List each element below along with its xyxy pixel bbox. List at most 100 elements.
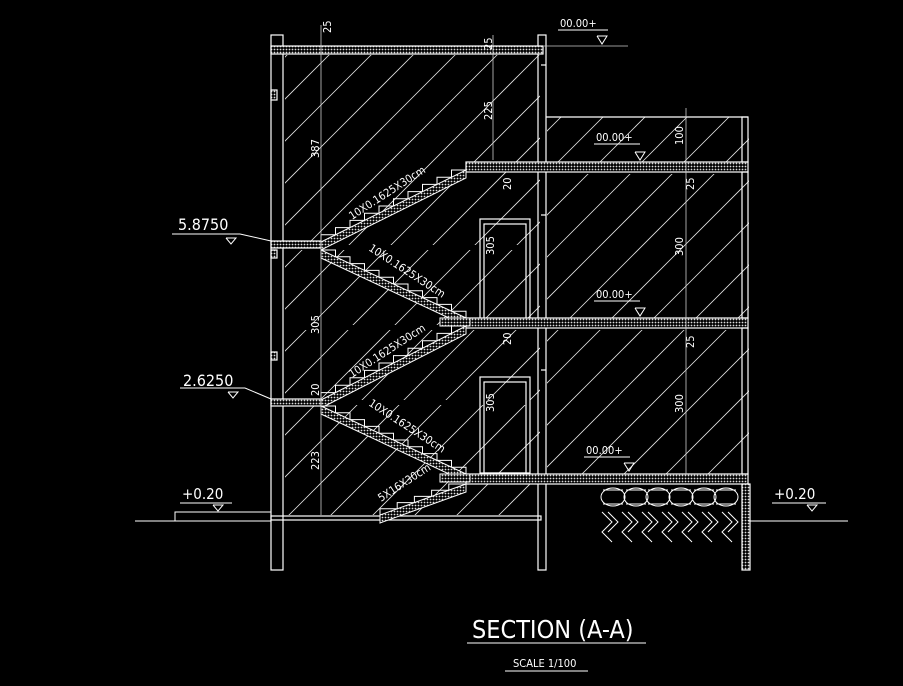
rubble-mark xyxy=(667,511,679,533)
level-upper-label: 5.8750 xyxy=(178,215,228,234)
hatch-line xyxy=(708,0,903,600)
hatch-region xyxy=(0,0,903,600)
stone xyxy=(600,487,626,507)
hatch-region xyxy=(0,0,903,600)
dim-annex-upper-height: 300 xyxy=(673,237,686,256)
hatch-line xyxy=(834,0,903,600)
hatch-line xyxy=(624,0,903,600)
hatch-line xyxy=(540,0,903,600)
hatch-line xyxy=(547,330,643,426)
hatch-line xyxy=(666,0,903,600)
hatch-line xyxy=(498,0,903,600)
hatch-line xyxy=(0,0,426,600)
hatch-line xyxy=(456,431,540,515)
hatch-line xyxy=(285,55,372,142)
hatch-line xyxy=(540,0,903,600)
hatch-line xyxy=(498,473,540,515)
hatch-line xyxy=(666,0,903,600)
rubble-mark xyxy=(601,511,613,543)
hatch-line xyxy=(708,0,903,600)
hatch-line xyxy=(750,0,903,600)
hatch-region xyxy=(0,0,903,600)
drawing-title: SECTION (A-A) xyxy=(472,615,634,644)
hatch-line xyxy=(0,0,384,600)
dim-middle-door: 305 xyxy=(484,393,497,412)
annex-wall-2 xyxy=(741,327,749,475)
dim-top-slab: 25 xyxy=(482,37,495,50)
hatch-line xyxy=(666,0,903,600)
rubble-mark xyxy=(661,511,673,543)
annex-parapet xyxy=(741,116,749,163)
window-mark-3 xyxy=(270,351,278,361)
dim-upper-door: 305 xyxy=(484,236,497,255)
hatch-line xyxy=(456,0,903,600)
dim-annex-slab-top: 25 xyxy=(684,177,697,190)
stair-slab xyxy=(379,483,467,524)
hatch-line xyxy=(456,0,903,600)
hatch-line xyxy=(0,0,594,600)
dim-annex-lower-height: 300 xyxy=(673,394,686,413)
hatch-line xyxy=(498,0,903,600)
annex-roof-mark-label: 00.00+ xyxy=(596,131,633,144)
dim-bottom-height: 223 xyxy=(309,451,322,470)
middle-floor-slab xyxy=(270,398,322,407)
annex-floor1-mark-label: 00.00+ xyxy=(586,444,623,457)
hatch-line xyxy=(372,0,903,600)
hatch-region xyxy=(0,0,903,600)
dimension-lines xyxy=(320,25,687,515)
hatch-line xyxy=(0,0,384,600)
rubble-mark xyxy=(701,511,713,543)
hatch-line xyxy=(0,0,300,600)
hatch-line xyxy=(0,0,384,600)
foundation-stones xyxy=(600,487,739,543)
stair-base-label: 5X16X30cm xyxy=(376,461,434,505)
hatch-line xyxy=(792,0,903,600)
hatch-line xyxy=(498,0,903,600)
drawing-scale: SCALE 1/100 xyxy=(513,657,576,670)
hatch-line xyxy=(708,0,903,600)
dim-left-top-height: 387 xyxy=(309,139,322,158)
hatch-line xyxy=(624,0,903,600)
dim-annex-parapet: 100 xyxy=(673,126,686,145)
hatch-line xyxy=(0,0,342,600)
hatch-line xyxy=(414,0,903,600)
hatch-line xyxy=(285,55,288,58)
dim-annex-slab-mid: 25 xyxy=(684,335,697,348)
roof-slab xyxy=(270,45,544,55)
hatch-line xyxy=(792,0,903,600)
hatch-line xyxy=(330,405,442,515)
hatch-line xyxy=(498,0,903,600)
left-wall xyxy=(270,34,284,571)
hatch-line xyxy=(0,0,510,600)
hatch-line xyxy=(285,55,414,184)
annex-foundation xyxy=(741,483,751,571)
hatch-line xyxy=(834,0,903,600)
hatch-line xyxy=(414,0,903,600)
annex-slab-ground xyxy=(465,473,749,485)
hatch-region xyxy=(0,0,903,600)
hatch-line xyxy=(372,0,903,600)
rubble-mark xyxy=(707,511,719,533)
stone xyxy=(623,487,649,507)
hatch-line xyxy=(0,0,426,600)
dim-middle-slab: 20 xyxy=(501,332,514,345)
hatch-line xyxy=(540,0,903,600)
stone xyxy=(645,487,671,507)
hatch-line xyxy=(310,250,387,325)
hatch-line xyxy=(288,405,400,515)
hatch-line xyxy=(834,0,903,600)
hatch-line xyxy=(624,0,903,600)
hatch-line xyxy=(0,0,510,600)
rubble-mark xyxy=(727,511,739,533)
dim-upper-slab: 20 xyxy=(501,177,514,190)
rubble-mark xyxy=(607,511,619,533)
hatch-line xyxy=(0,0,384,600)
stone xyxy=(691,487,717,507)
hatch-line xyxy=(540,0,903,600)
hatch-line xyxy=(792,0,903,600)
stair-flights xyxy=(320,169,471,524)
hatch-line xyxy=(834,0,903,600)
hatch-line xyxy=(569,174,715,318)
hatch-line xyxy=(306,55,498,245)
hatch-line xyxy=(0,0,300,600)
